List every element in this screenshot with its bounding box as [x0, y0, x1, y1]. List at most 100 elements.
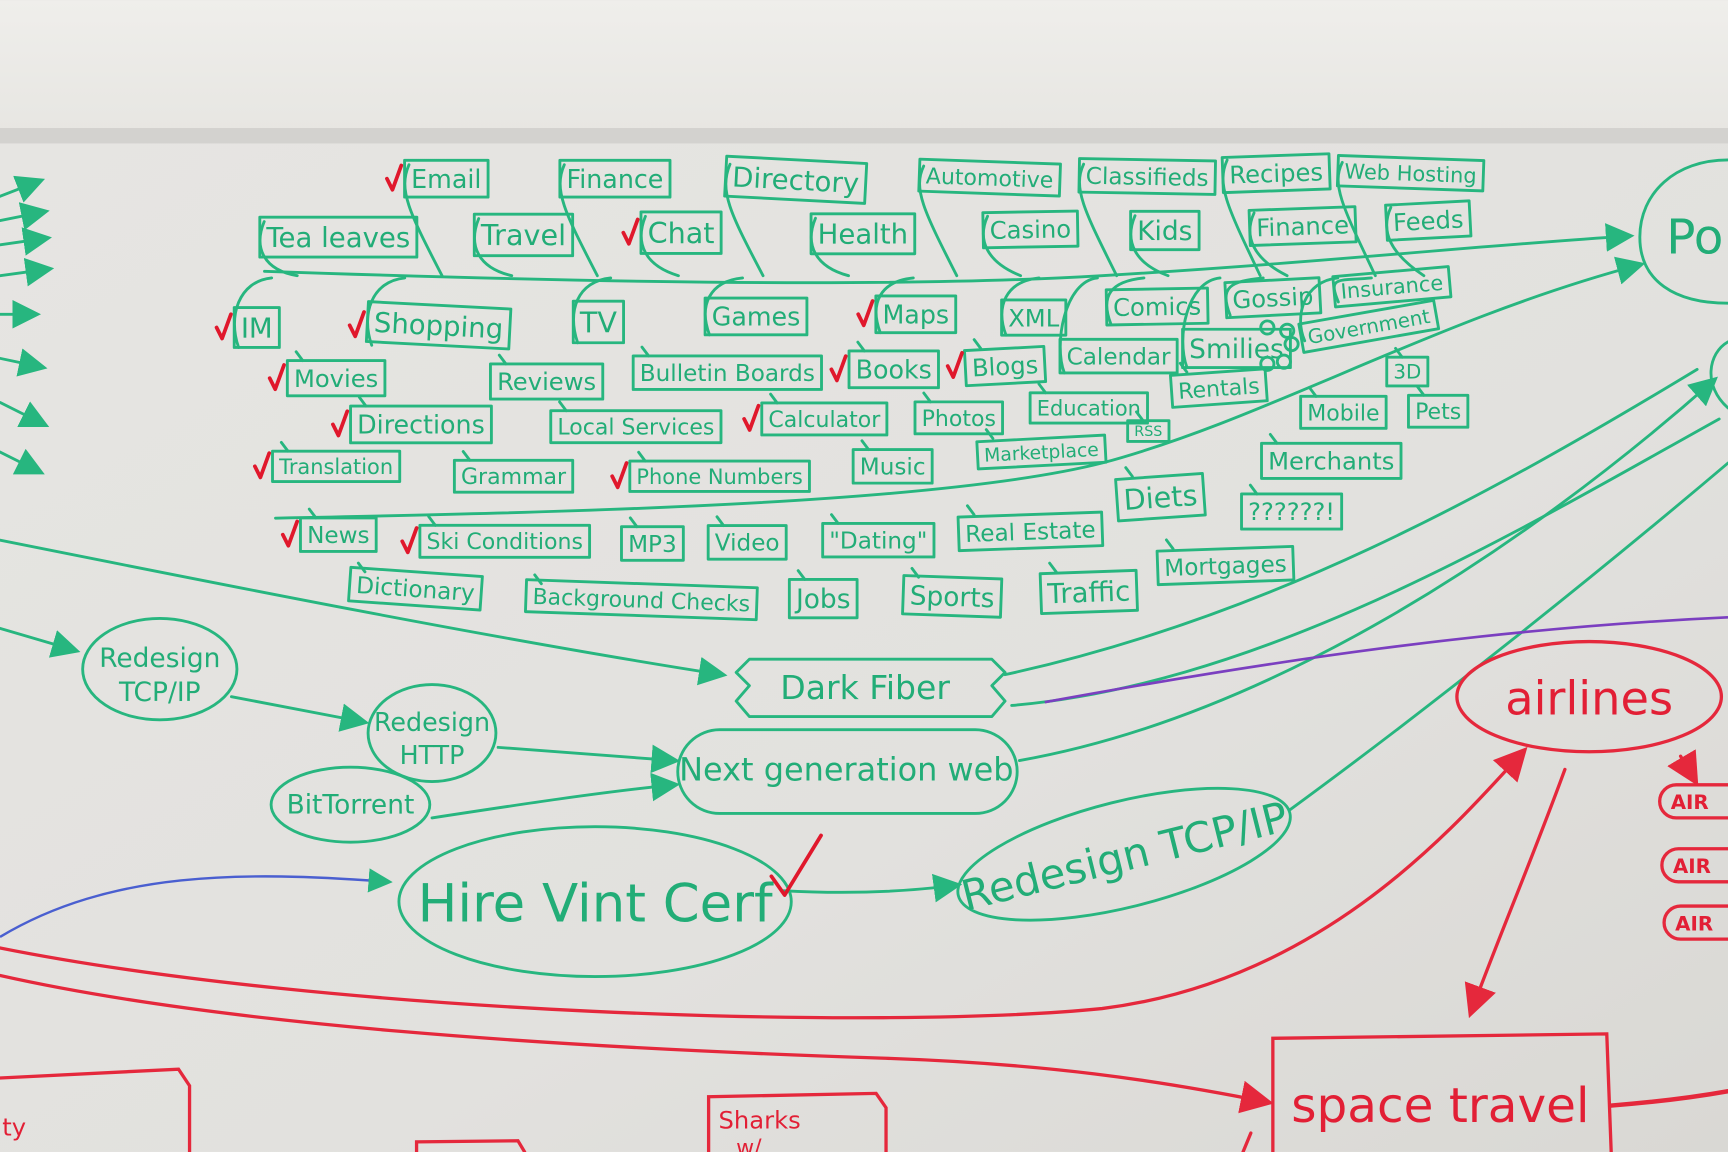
air-item: AIR [1675, 912, 1713, 935]
topic-connector [1299, 276, 1340, 343]
topic-box-border [639, 210, 723, 255]
topic-box[interactable]: Calendar [1058, 337, 1179, 375]
topic-box[interactable]: Directory [723, 154, 869, 205]
topic-box[interactable]: Traffic [1038, 568, 1139, 616]
topic-connector [796, 569, 807, 581]
checkmark-icon [742, 403, 761, 432]
topic-connector [307, 507, 318, 520]
topic-label: Travel [480, 218, 566, 252]
topic-box[interactable]: Music [851, 448, 934, 485]
topic-box-border [349, 404, 493, 445]
topic-box[interactable]: Blogs [963, 344, 1048, 388]
topic-box[interactable]: Education [1028, 391, 1149, 425]
redesign-http-line2: HTTP [400, 740, 465, 770]
checkmark-icon [280, 519, 300, 548]
topic-label: MP3 [628, 532, 677, 558]
topic-box-border [847, 349, 940, 390]
topic-connector [640, 345, 651, 358]
topic-box[interactable]: Recipes [1220, 152, 1332, 195]
topic-box-border [1260, 441, 1403, 480]
topic-box-border [956, 510, 1105, 553]
topic-box[interactable]: Books [847, 349, 940, 390]
topic-box[interactable]: TV [571, 299, 625, 345]
topic-box-border [851, 448, 934, 485]
topic-box[interactable]: Calculator [760, 401, 889, 437]
topic-connector [984, 428, 995, 440]
topic-box[interactable]: Rentals [1169, 367, 1269, 409]
topic-box[interactable]: Maps [874, 294, 958, 335]
topic-box[interactable]: News [299, 516, 378, 553]
topic-box[interactable]: Directions [349, 404, 493, 445]
topic-box[interactable]: Games [703, 296, 809, 337]
topic-box[interactable]: Phone Numbers [628, 459, 811, 493]
bittorrent-node[interactable]: BitTorrent [269, 765, 432, 844]
topic-box[interactable]: Kids [1129, 209, 1201, 252]
topic-box[interactable]: Health [809, 212, 917, 256]
topic-box[interactable]: Local Services [549, 409, 723, 445]
topic-box-border [975, 433, 1108, 471]
topic-box[interactable]: Finance [1247, 205, 1358, 247]
topic-box[interactable]: Tea leaves [258, 215, 419, 259]
airlines-node[interactable]: airlines [1455, 639, 1724, 754]
topic-box[interactable]: Mobile [1299, 394, 1388, 430]
topic-box[interactable]: Video [706, 524, 788, 561]
topic-box[interactable]: Email [403, 158, 490, 199]
topic-box[interactable]: Gossip [1223, 276, 1323, 320]
topic-box[interactable]: Merchants [1260, 441, 1403, 480]
topic-box[interactable]: Sports [901, 574, 1004, 619]
topic-box[interactable]: Bulletin Boards [631, 354, 823, 391]
dark-fiber-node[interactable]: Dark Fiber [734, 657, 1007, 718]
topic-box[interactable]: Ski Conditions [418, 523, 592, 559]
topic-box[interactable]: Casino [981, 209, 1080, 250]
topic-box[interactable]: Marketplace [975, 433, 1108, 471]
hire-vint-cerf-node[interactable]: Hire Vint Cerf [397, 825, 823, 979]
topic-box[interactable]: ??????! [1240, 492, 1344, 531]
topic-box[interactable]: Real Estate [956, 510, 1105, 553]
topic-box-border [1129, 209, 1201, 252]
next-generation-web-node[interactable]: Next generation web [676, 728, 1019, 815]
topic-box[interactable]: Web Hosting [1335, 154, 1486, 193]
sharks-node[interactable]: Sharks w/ [706, 1091, 888, 1152]
topic-box[interactable]: Classifieds [1077, 157, 1217, 196]
topic-box[interactable]: Feeds [1384, 199, 1473, 242]
topic-box[interactable]: MP3 [620, 525, 685, 562]
topic-box[interactable]: Comics [1104, 286, 1210, 327]
topic-box-border [571, 299, 625, 345]
topic-connector [1221, 158, 1262, 278]
topic-box[interactable]: Reviews [489, 362, 605, 401]
topic-label: Calculator [768, 408, 881, 433]
topic-box[interactable]: Travel [472, 212, 575, 258]
topic-box[interactable]: Diets [1114, 472, 1207, 523]
topic-label: Mobile [1307, 401, 1379, 426]
topic-box[interactable]: Mortgages [1155, 544, 1296, 587]
topic-box[interactable]: RSS [1126, 419, 1171, 443]
topic-box[interactable]: 3D [1385, 355, 1430, 388]
topic-box[interactable]: "Dating" [821, 521, 936, 559]
topic-box[interactable]: Grammar [452, 458, 575, 494]
topic-box[interactable]: Photos [913, 400, 1004, 436]
topic-box[interactable]: Background Checks [524, 578, 759, 622]
topic-box[interactable]: Automotive [917, 157, 1062, 198]
topic-box[interactable]: Jobs [787, 577, 859, 620]
topic-connector [1415, 385, 1426, 397]
topic-box[interactable]: Finance [558, 158, 672, 199]
redesign-http-node[interactable]: Redesign HTTP [366, 683, 498, 783]
topic-box[interactable]: Shopping [364, 300, 513, 351]
topic-box[interactable]: Smilies [1181, 327, 1292, 370]
topic-box[interactable]: Chat [639, 210, 723, 255]
redesign-tcpip-node[interactable]: Redesign TCP/IP [81, 616, 239, 722]
topic-box[interactable]: Translation [271, 449, 402, 483]
topic-box[interactable]: IM [232, 306, 281, 349]
topic-label: Finance [1256, 210, 1350, 242]
topic-box-border [1104, 286, 1210, 327]
checkmark-icon [829, 354, 848, 383]
topic-connector [1224, 276, 1265, 317]
topic-label: Maps [882, 299, 949, 329]
topic-connector [1248, 483, 1259, 496]
topic-label: Ski Conditions [426, 530, 582, 555]
topic-box[interactable]: XML [1000, 298, 1068, 337]
checkmark-icon [400, 526, 419, 555]
topic-box[interactable]: Pets [1407, 393, 1470, 429]
space-travel-node[interactable]: space travel [1271, 1032, 1613, 1152]
topic-box[interactable]: Movies [285, 359, 387, 398]
